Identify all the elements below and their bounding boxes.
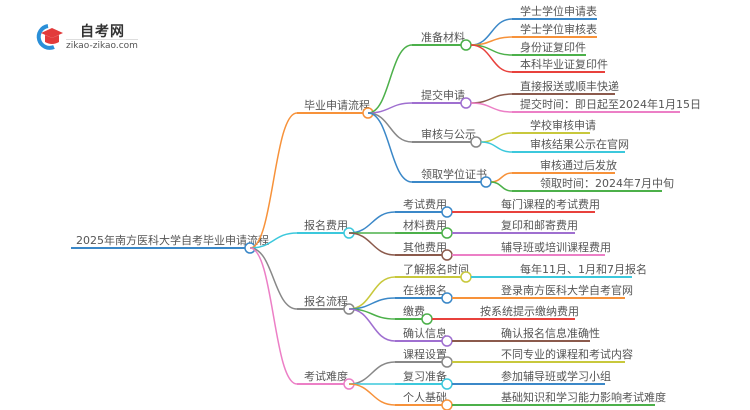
branch-topic-label: 毕业申请流程	[304, 98, 370, 112]
leaf-topic-label: 确认报名信息准确性	[501, 326, 600, 340]
connector	[249, 112, 298, 249]
subtopic-label: 个人基础	[403, 391, 447, 404]
graduation-cap-logo-icon	[36, 24, 63, 50]
subtopic-toggle[interactable]	[480, 176, 492, 188]
connector	[249, 247, 298, 310]
branch-topic-label: 考试难度	[304, 369, 348, 383]
subtopic-toggle[interactable]	[441, 249, 453, 261]
leaf-topic-label: 领取时间：2024年7月中旬	[540, 176, 674, 190]
subtopic-toggle[interactable]	[441, 227, 453, 239]
connector	[480, 132, 513, 143]
leaf-topic-label: 直接报送或顺丰快递	[520, 79, 619, 93]
subtopic-label: 复习准备	[403, 369, 447, 383]
leaf-topic-label: 登录南方医科大学自考官网	[501, 283, 633, 297]
leaf-topic-label: 审核结果公示在官网	[530, 137, 629, 151]
leaf-topic-label: 审核通过后发放	[540, 158, 617, 172]
connector	[249, 232, 298, 249]
connector	[348, 361, 396, 385]
subtopic-label: 课程设置	[403, 348, 447, 361]
connector	[348, 308, 396, 342]
subtopic-toggle[interactable]	[441, 356, 453, 368]
logo-title: 自考网	[80, 24, 125, 40]
subtopic-label: 提交申请	[421, 88, 465, 102]
subtopic-label: 准备材料	[421, 30, 465, 44]
connector	[480, 141, 513, 153]
connector	[490, 172, 513, 183]
leaf-topic-label: 身份证复印件	[520, 40, 586, 54]
subtopic-label: 了解报名时间	[403, 262, 469, 276]
branch-topic-label: 报名流程	[304, 294, 348, 308]
subtopic-toggle[interactable]	[460, 97, 472, 109]
connector	[470, 44, 513, 73]
connector	[348, 232, 396, 256]
subtopic-label: 在线报名	[403, 283, 447, 297]
leaf-topic-label: 不同专业的课程和考试内容	[501, 347, 633, 361]
subtopic-toggle[interactable]	[421, 313, 433, 325]
subtopic-toggle[interactable]	[460, 271, 472, 283]
subtopic-toggle[interactable]	[470, 136, 482, 148]
subtopic-toggle[interactable]	[441, 399, 453, 410]
logo-subtitle: zikao-zikao.com	[66, 39, 138, 51]
connector	[470, 102, 513, 113]
logo: 自考网 zikao-zikao.com	[30, 20, 150, 51]
subtopic-toggle[interactable]	[460, 39, 472, 51]
root-topic-label: 2025年南方医科大学自考毕业申请流程	[76, 233, 269, 247]
leaf-topic-label: 学校审核申请	[530, 118, 596, 132]
leaf-topic-label: 每门课程的考试费用	[501, 197, 600, 211]
connector	[367, 112, 413, 143]
subtopic-toggle[interactable]	[441, 335, 453, 347]
subtopic-label: 缴费	[403, 304, 425, 318]
leaf-topic-label: 参加辅导班或学习小组	[501, 369, 611, 383]
leaf-topic-label: 每年11月、1月和7月报名	[520, 262, 647, 276]
leaf-topic-label: 学士学位申请表	[520, 4, 597, 18]
subtopic-label: 审核与公示	[421, 127, 476, 141]
leaf-topic-label: 本科毕业证复印件	[520, 57, 608, 71]
connector	[367, 102, 413, 114]
leaf-topic-label: 复印和邮寄费用	[501, 218, 578, 232]
subtopic-label: 考试费用	[403, 198, 447, 211]
connector	[470, 93, 513, 104]
subtopic-toggle[interactable]	[441, 292, 453, 304]
branch-topic-label: 报名费用	[304, 218, 348, 232]
connector	[348, 383, 396, 406]
subtopic-label: 其他费用	[403, 241, 447, 254]
connector	[348, 211, 396, 234]
leaf-topic-label: 辅导班或培训课程费用	[501, 240, 611, 254]
subtopic-toggle[interactable]	[441, 206, 453, 218]
subtopic-toggle[interactable]	[441, 378, 453, 390]
connector	[249, 247, 298, 385]
connector	[367, 44, 413, 114]
leaf-topic-label: 按系统提示缴纳费用	[480, 304, 579, 318]
leaf-topic-label: 提交时间：即日起至2024年1月15日	[520, 97, 701, 111]
leaf-topic-label: 学士学位审核表	[520, 22, 597, 36]
subtopic-label: 确认信息	[403, 326, 447, 340]
subtopic-label: 材料费用	[403, 218, 447, 232]
connector	[490, 181, 513, 192]
connector	[367, 112, 413, 183]
leaf-topic-label: 基础知识和学习能力影响考试难度	[501, 390, 666, 404]
subtopic-label: 领取学位证书	[421, 167, 487, 181]
